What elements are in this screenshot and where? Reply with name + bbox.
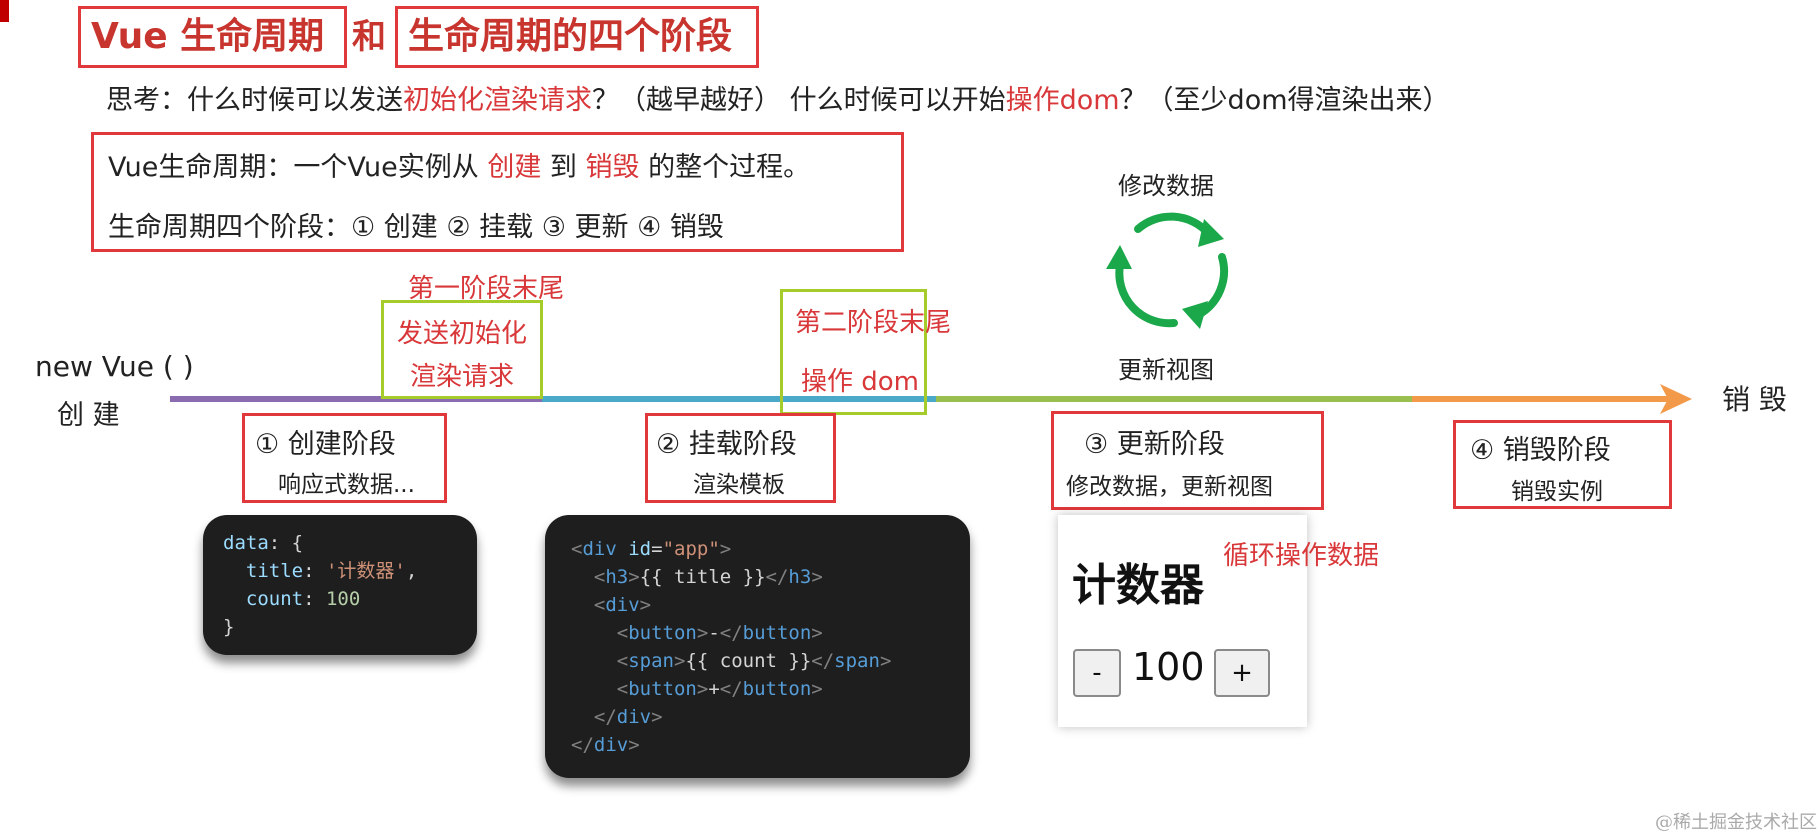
template-code-line: <div id="app"> (571, 538, 732, 560)
title-connector: 和 (352, 17, 386, 57)
cycle-bottom-label: 更新视图 (1118, 356, 1214, 384)
think-line: 思考：什么时候可以发送初始化渲染请求？（越早越好） 什么时候可以开始操作dom？… (106, 78, 1450, 117)
think-highlight-render-request: 初始化渲染请求 (403, 85, 592, 116)
template-code-line: </div> (571, 734, 640, 756)
page-title-part2: 生命周期的四个阶段 (408, 16, 733, 57)
stage-box-mount: ② 挂载阶段 渲染模板 (645, 413, 836, 503)
marker1-line1: 发送初始化 (396, 319, 527, 349)
code-data-line-3: count: 100 (245, 588, 361, 610)
stage-box-create: ① 创建阶段 响应式数据... (242, 413, 447, 503)
template-code-line: <div> (593, 594, 652, 616)
stage-title-destroy: ④ 销毁阶段 (1470, 435, 1611, 466)
template-code-line: <h3>{{ title }}</h3> (593, 566, 823, 588)
stage-sub-destroy: 销毁实例 (1511, 479, 1603, 505)
stage-sub-create: 响应式数据... (278, 472, 415, 498)
code-data-key: data (223, 532, 269, 554)
think-middle: ？（越早越好） 什么时候可以开始 (592, 85, 1006, 116)
timeline-segment-create (170, 396, 542, 402)
cycle-top-label: 修改数据 (1118, 172, 1214, 200)
marker1-box: 发送初始化 渲染请求 (381, 300, 543, 399)
code-data-open: : { (268, 532, 304, 554)
template-code-line: </div> (593, 706, 663, 728)
timeline-start-create: 创 建 (57, 400, 120, 431)
definition-line-2: 生命周期四个阶段：① 创建 ② 挂载 ③ 更新 ④ 销毁 (108, 212, 724, 243)
template-code-line: <button>+</button> (616, 678, 823, 700)
refresh-cycle-icon (1106, 212, 1228, 329)
counter-loop-note: 循环操作数据 (1223, 541, 1380, 571)
marker2-caption: 第二阶段末尾 (795, 308, 952, 338)
stage-sub-mount: 渲染模板 (693, 472, 785, 498)
stage-title-create: ① 创建阶段 (255, 429, 396, 460)
definition-to: 到 (549, 152, 577, 183)
definition-create: 创建 (487, 152, 542, 183)
timeline-segment-update (936, 396, 1412, 402)
code-title-value: '计数器' (325, 560, 406, 582)
timeline-start-label: new Vue ( ) (35, 350, 194, 383)
marker1-line2: 渲染请求 (409, 362, 514, 392)
code-count-key: count (245, 588, 304, 610)
corner-mark (0, 0, 9, 22)
definition-box: Vue生命周期：一个Vue实例从 创建 到 销毁 的整个过程。 生命周期四个阶段… (91, 132, 904, 252)
marker2-box: 第二阶段末尾 操作 dom (780, 289, 952, 415)
counter-card: 计数器 - 100 + (1058, 515, 1307, 727)
increment-button[interactable]: + (1214, 649, 1270, 697)
stage-sub-update: 修改数据，更新视图 (1066, 474, 1273, 500)
marker2-line1: 操作 dom (801, 367, 920, 397)
stage-title-update: ③ 更新阶段 (1084, 429, 1225, 460)
code-count-value: 100 (325, 588, 361, 610)
title-box-lifecycle: Vue 生命周期 (78, 6, 347, 68)
title-box-stages: 生命周期的四个阶段 (395, 6, 759, 68)
code-data-line-1: data: { (223, 529, 477, 557)
think-suffix: ？（至少dom得渲染出来） (1119, 85, 1450, 116)
timeline-segment-mount (542, 396, 936, 402)
counter-title: 计数器 (1072, 560, 1204, 611)
page-title-part1: Vue 生命周期 (91, 16, 325, 57)
template-lines: <div id="app"> <h3>{{ title }}</h3> <div… (571, 535, 970, 759)
code-block-template: <div id="app"> <h3>{{ title }}</h3> <div… (545, 515, 970, 778)
definition-destroy: 销毁 (585, 152, 640, 183)
timeline-arrow-icon (1660, 384, 1692, 414)
timeline-end-label: 销 毁 (1722, 383, 1787, 416)
stage-title-mount: ② 挂载阶段 (656, 429, 797, 460)
think-highlight-dom: 操作dom (1005, 85, 1120, 116)
code-title-key: title (245, 560, 304, 582)
template-code-line: <span>{{ count }}</span> (616, 650, 892, 672)
definition-line-1: Vue生命周期：一个Vue实例从 创建 到 销毁 的整个过程。 (108, 145, 810, 184)
think-prefix: 思考：什么时候可以发送 (106, 85, 403, 116)
code-data-line-2: title: '计数器', (245, 560, 418, 582)
code-block-data: data: { title: '计数器', count: 100} (203, 515, 477, 655)
counter-value: 100 (1132, 645, 1205, 689)
stage-box-destroy: ④ 销毁阶段 销毁实例 (1453, 420, 1672, 509)
code-data-line-4: } (223, 616, 235, 638)
decrement-button[interactable]: - (1073, 649, 1121, 697)
watermark: @稀土掘金技术社区 (1655, 812, 1817, 833)
definition-prefix: Vue生命周期：一个Vue实例从 (108, 152, 479, 183)
marker1-caption: 第一阶段末尾 (408, 274, 565, 304)
template-code-line: <button>-</button> (616, 622, 823, 644)
timeline-segment-destroy (1412, 396, 1672, 402)
definition-suffix: 的整个过程。 (648, 152, 811, 183)
stage-box-update: ③ 更新阶段 修改数据，更新视图 (1051, 411, 1324, 510)
